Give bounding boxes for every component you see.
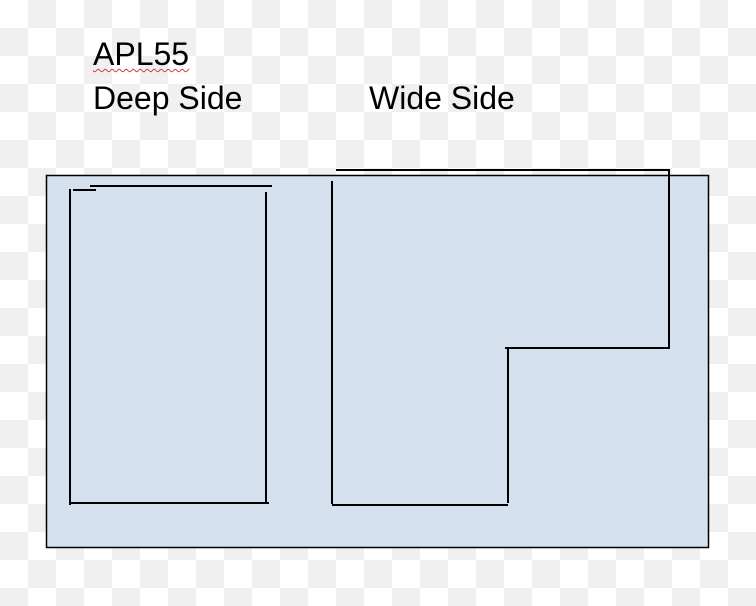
wide-side-label: Wide Side	[369, 80, 515, 116]
deep-side-label: Deep Side	[93, 80, 243, 116]
floor-panel	[45, 174, 710, 549]
diagram-title: APL55	[93, 36, 190, 72]
deep-side-outline	[69, 185, 272, 505]
wide-side-outline	[331, 169, 670, 506]
